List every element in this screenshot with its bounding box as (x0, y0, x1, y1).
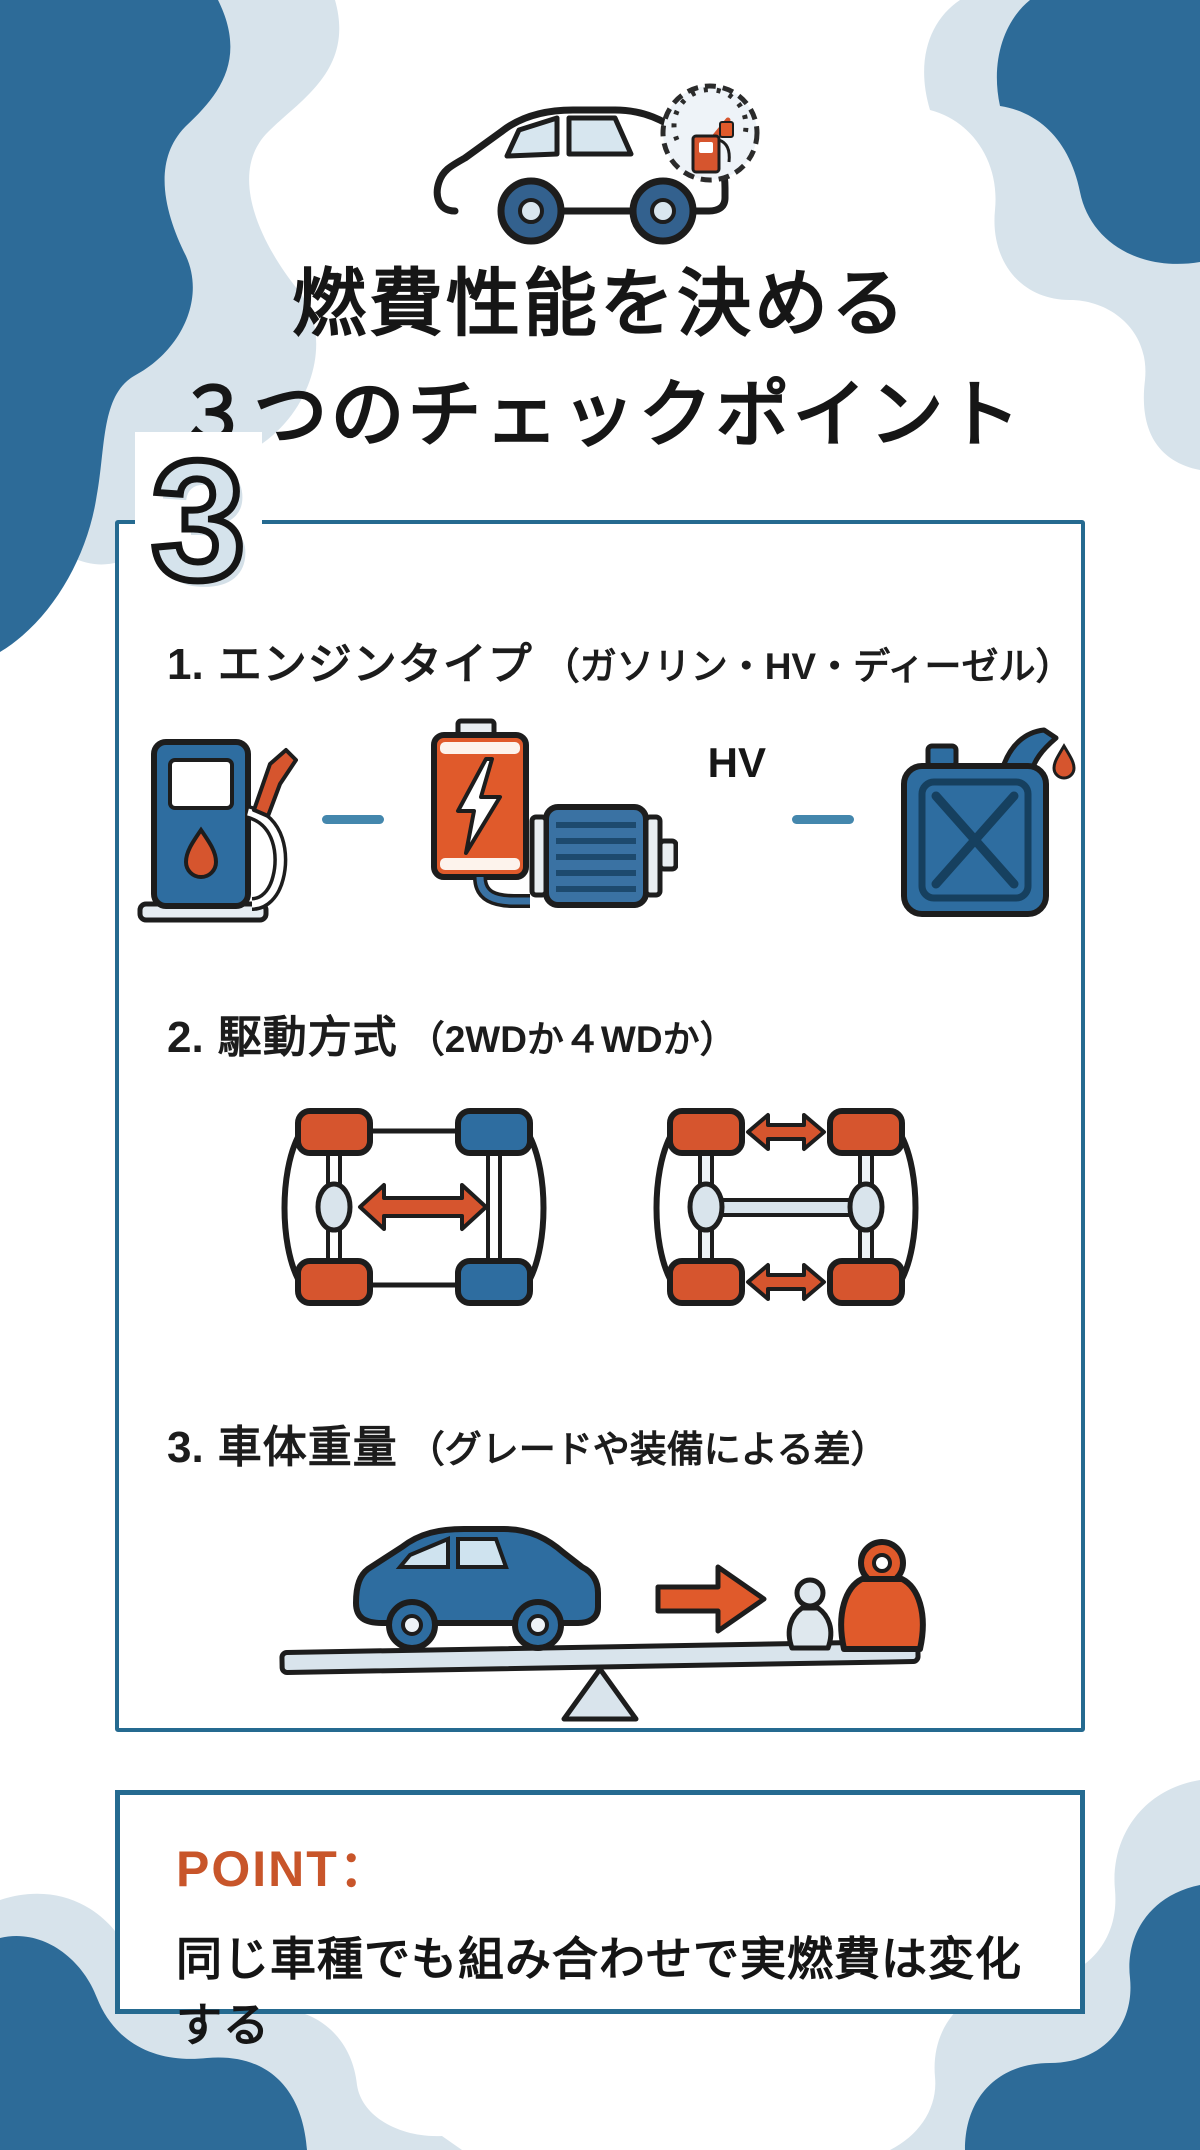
section-3-title: 車体重量 (217, 1423, 398, 1472)
section-1-note: （ガソリン・HV・ディーゼル） (542, 646, 1073, 687)
drivetrain-icons (119, 1093, 1081, 1321)
point-panel: POINT： 同じ車種でも組み合わせで実燃費は変化する (115, 1790, 1085, 2051)
connector-dash (322, 815, 384, 824)
section-2-number: 2. (167, 1013, 204, 1062)
section-2-title: 駆動方式 (217, 1013, 398, 1062)
balance-scale-icon (279, 1526, 926, 1722)
chassis-4wd-icon (653, 1108, 919, 1306)
title-line-1: 燃費性能を決める (292, 262, 908, 345)
point-label: POINT： (176, 1841, 391, 1897)
section-2-heading: 2. 駆動方式 （2WDか４WDか） (167, 1001, 1081, 1065)
section-2-note: （2WDか４WDか） (407, 1019, 737, 1060)
chassis-2wd-icon (281, 1108, 547, 1306)
car-fuel-gauge-icon (433, 83, 760, 245)
section-3-heading: 3. 車体重量 （グレードや装備による差） (167, 1411, 1081, 1475)
section-1-number: 1. (167, 640, 204, 689)
section-1-heading: 1. エンジンタイプ （ガソリン・HV・ディーゼル） (167, 628, 1081, 692)
weight-balance-row (119, 1491, 1081, 1731)
section-3-note: （グレードや装備による差） (407, 1429, 888, 1470)
connector-dash (792, 815, 854, 824)
fuel-can-icon (901, 727, 1076, 917)
fuel-pump-icon (137, 738, 298, 922)
engine-type-icons: HV (119, 712, 1081, 927)
big-number-3: 3 (135, 429, 262, 613)
hybrid-battery-motor-icon (431, 718, 679, 908)
hv-label: HV (707, 739, 766, 786)
hybrid-group: HV (406, 711, 766, 928)
section-3-number: 3. (167, 1423, 204, 1472)
checkpoints-panel: 3 1. エンジンタイプ （ガソリン・HV・ディーゼル） (115, 429, 1085, 1732)
section-1-title: エンジンタイプ (217, 640, 533, 689)
point-text: 同じ車種でも組み合わせで実燃費は変化する (176, 1933, 1022, 2051)
